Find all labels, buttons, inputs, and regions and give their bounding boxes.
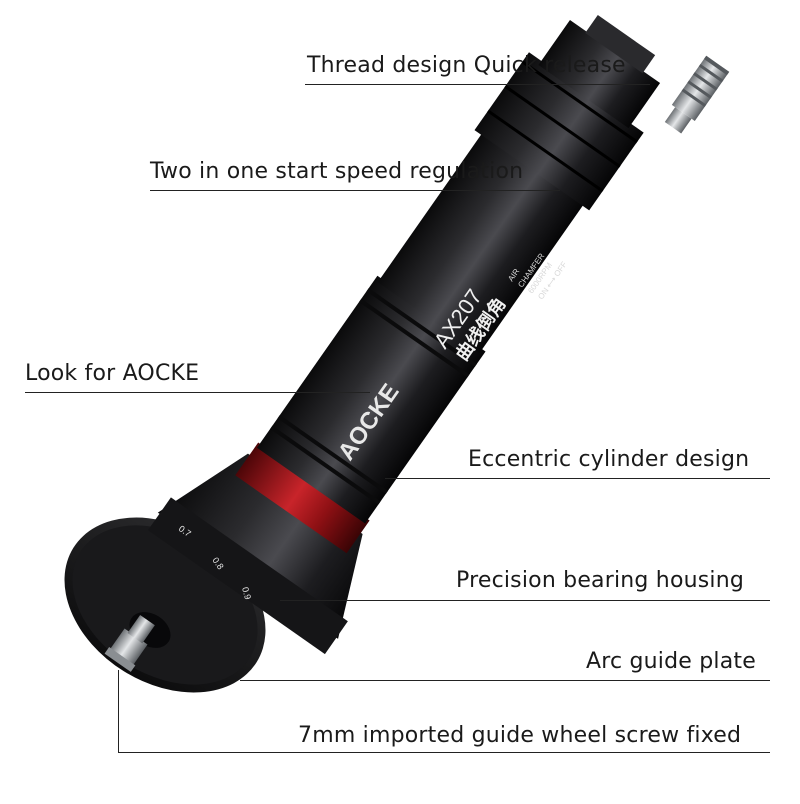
thread-fitting — [664, 55, 730, 134]
callout-look-for-aocke: Look for AOCKE — [25, 361, 200, 386]
guide-wheel-screw — [104, 614, 155, 672]
callout-two-in-one: Two in one start speed regulation — [150, 159, 524, 184]
callout-eccentric-cylinder: Eccentric cylinder design — [468, 447, 750, 472]
callout-line-bearing — [280, 600, 770, 601]
callout-line-eccentric — [385, 478, 770, 479]
tool-body — [147, 15, 661, 655]
callout-line-look-for — [25, 392, 370, 393]
callout-line-guide-wheel-vertical — [118, 670, 119, 752]
callout-line-arc-plate — [240, 680, 770, 681]
callout-arc-guide-plate: Arc guide plate — [586, 649, 756, 674]
callout-thread-design: Thread design Quick release — [307, 53, 626, 78]
callout-precision-bearing: Precision bearing housing — [456, 568, 745, 593]
callout-line-guide-wheel — [118, 752, 770, 753]
svg-text:0.9: 0.9 — [240, 586, 253, 601]
callout-line-two-in-one — [150, 190, 560, 191]
callout-guide-wheel-screw: 7mm imported guide wheel screw fixed — [298, 723, 742, 748]
callout-line-thread — [305, 84, 650, 85]
